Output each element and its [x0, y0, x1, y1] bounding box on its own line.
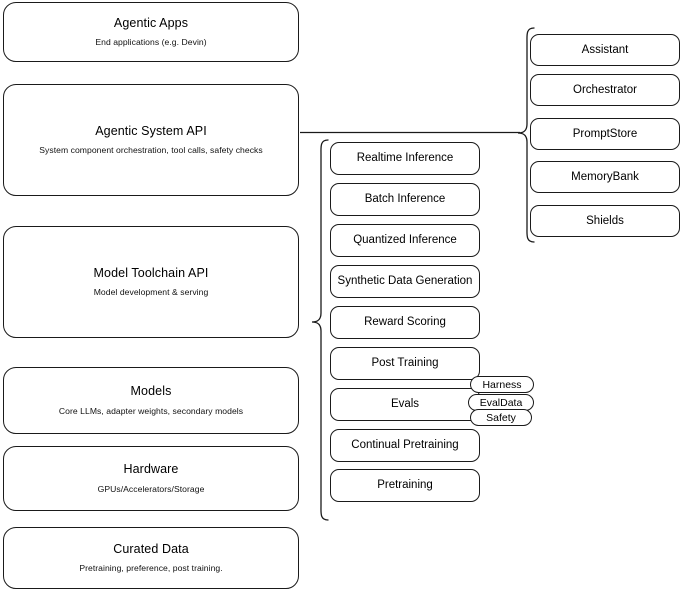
toolchain-component-label: Realtime Inference: [356, 152, 454, 165]
toolchain-component-label: Reward Scoring: [364, 316, 446, 329]
stack-layer-subtitle: System component orchestration, tool cal…: [39, 145, 263, 156]
toolchain-component-label: Pretraining: [377, 479, 433, 492]
stack-layer-agentic-apps[interactable]: Agentic Apps End applications (e.g. Devi…: [3, 2, 299, 62]
system-component-label: MemoryBank: [571, 170, 639, 183]
stack-layer-title: Hardware: [123, 462, 179, 477]
eval-badge-harness[interactable]: Harness: [470, 376, 534, 393]
eval-badge-label: EvalData: [479, 396, 523, 409]
toolchain-component-continual-pretraining[interactable]: Continual Pretraining: [330, 429, 480, 462]
system-component-promptstore[interactable]: PromptStore: [530, 118, 680, 150]
toolchain-component-label: Post Training: [371, 357, 439, 370]
system-component-memorybank[interactable]: MemoryBank: [530, 161, 680, 193]
system-component-label: Shields: [586, 214, 624, 227]
stack-layer-title: Models: [130, 384, 172, 399]
stack-layer-hardware[interactable]: Hardware GPUs/Accelerators/Storage: [3, 446, 299, 511]
stack-layer-title: Curated Data: [113, 541, 189, 556]
system-component-label: PromptStore: [572, 127, 638, 140]
system-component-label: Assistant: [581, 43, 629, 56]
connector-line-system-api: [300, 126, 522, 140]
system-component-shields[interactable]: Shields: [530, 205, 680, 237]
toolchain-component-evals[interactable]: Evals: [330, 388, 480, 421]
eval-badge-label: Safety: [486, 411, 516, 424]
stack-layer-model-toolchain-api[interactable]: Model Toolchain API Model development & …: [3, 226, 299, 338]
brace-agentic-system: [508, 26, 538, 246]
brace-model-toolchain: [302, 138, 332, 524]
stack-layer-curated-data[interactable]: Curated Data Pretraining, preference, po…: [3, 527, 299, 589]
toolchain-component-reward-scoring[interactable]: Reward Scoring: [330, 306, 480, 339]
toolchain-component-post-training[interactable]: Post Training: [330, 347, 480, 380]
eval-badge-label: Harness: [482, 378, 522, 391]
stack-layer-subtitle: Model development & serving: [93, 287, 209, 298]
stack-layer-subtitle: Core LLMs, adapter weights, secondary mo…: [58, 405, 244, 416]
toolchain-component-synthetic-data-generation[interactable]: Synthetic Data Generation: [330, 265, 480, 298]
stack-layer-subtitle: Pretraining, preference, post training.: [79, 563, 223, 574]
stack-layer-subtitle: End applications (e.g. Devin): [95, 37, 207, 48]
toolchain-component-label: Synthetic Data Generation: [337, 275, 473, 288]
toolchain-component-pretraining[interactable]: Pretraining: [330, 469, 480, 502]
system-component-label: Orchestrator: [573, 83, 637, 96]
toolchain-component-label: Evals: [390, 398, 420, 411]
toolchain-component-label: Batch Inference: [364, 193, 446, 206]
toolchain-component-realtime-inference[interactable]: Realtime Inference: [330, 142, 480, 175]
stack-layer-title: Model Toolchain API: [93, 265, 209, 280]
stack-layer-subtitle: GPUs/Accelerators/Storage: [97, 483, 205, 494]
toolchain-component-label: Continual Pretraining: [351, 439, 459, 452]
toolchain-component-batch-inference[interactable]: Batch Inference: [330, 183, 480, 216]
toolchain-component-label: Quantized Inference: [353, 234, 457, 247]
stack-layer-title: Agentic Apps: [113, 15, 189, 30]
eval-badge-safety[interactable]: Safety: [470, 409, 532, 426]
toolchain-component-quantized-inference[interactable]: Quantized Inference: [330, 224, 480, 257]
stack-layer-title: Agentic System API: [95, 123, 207, 138]
stack-layer-models[interactable]: Models Core LLMs, adapter weights, secon…: [3, 367, 299, 434]
stack-layer-agentic-system-api[interactable]: Agentic System API System component orch…: [3, 84, 299, 196]
system-component-assistant[interactable]: Assistant: [530, 34, 680, 66]
system-component-orchestrator[interactable]: Orchestrator: [530, 74, 680, 106]
